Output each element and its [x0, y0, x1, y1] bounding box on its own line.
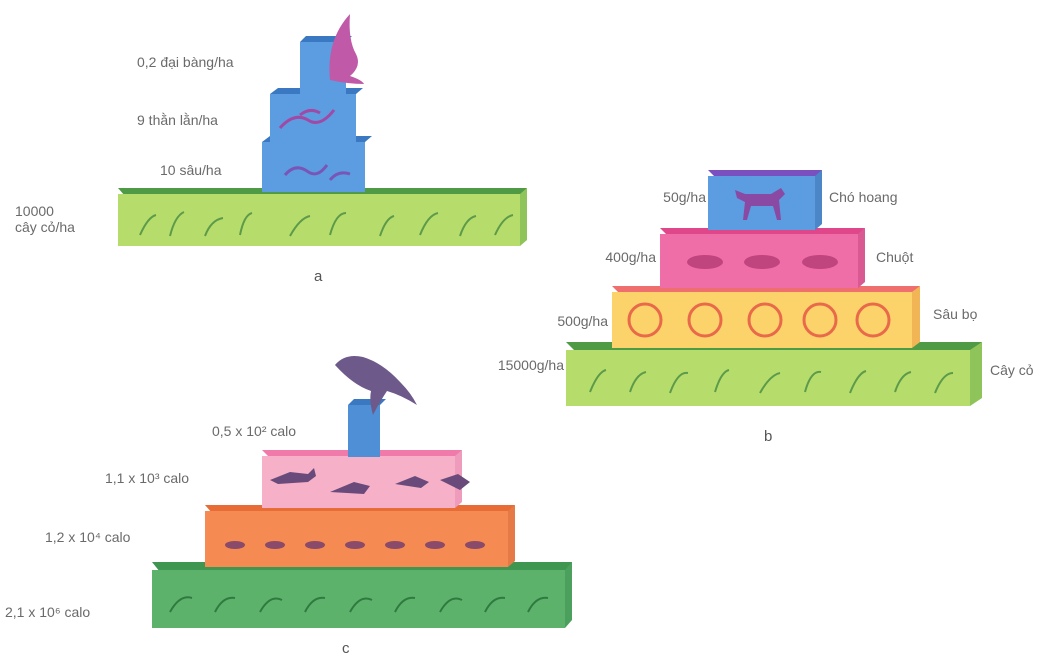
lizard-icon: [278, 109, 336, 130]
grass-icon: [139, 211, 514, 237]
plant-icon: [169, 596, 549, 613]
pyramid-b-mouse-value: 400g/ha: [605, 249, 656, 265]
insect-icon: [627, 302, 891, 338]
pyramid-c-level-producers: [152, 562, 572, 628]
animal-icon: [270, 468, 470, 494]
grass-icon: [589, 369, 954, 394]
pyramid-a-caption: a: [314, 268, 323, 285]
pyramid-b-level-insects: [612, 286, 920, 348]
small-animal-icon: [225, 541, 485, 549]
pyramid-c-primary-label: 1,2 x 10⁴ calo: [45, 529, 131, 545]
pyramid-c-caption: c: [342, 640, 350, 657]
pyramid-b-dog-name: Chó hoang: [829, 189, 898, 205]
mouse-icon: [687, 255, 838, 269]
pyramid-c-producer-label: 2,1 x 10⁶ calo: [5, 604, 91, 620]
caterpillar-icon: [283, 164, 329, 177]
dog-icon: [735, 188, 785, 220]
pyramid-a-level-grass: [118, 188, 527, 246]
eagle-icon: [329, 14, 364, 84]
pyramid-c-level-secondary: [262, 450, 470, 508]
pyramid-a-level-eagle: [300, 14, 364, 94]
pyramid-c-tertiary-label: 0,5 x 10² calo: [212, 423, 297, 439]
pyramid-b-insect-value: 500g/ha: [557, 313, 608, 329]
pyramid-a-grass-label: 10000 cây cỏ/ha: [15, 203, 75, 235]
pyramid-b-level-dog: [708, 170, 822, 230]
pyramid-a-insect-label: 10 sâu/ha: [160, 162, 222, 178]
pyramid-a-eagle-label: 0,2 đại bàng/ha: [137, 54, 234, 70]
pyramid-b-grass-name: Cây cỏ: [990, 362, 1034, 378]
pyramid-b-insect-name: Sâu bọ: [933, 306, 978, 322]
pyramid-c-level-tertiary: [335, 356, 417, 457]
pyramid-b-caption: b: [764, 428, 773, 445]
pyramid-b-mouse-name: Chuột: [876, 249, 914, 265]
hawk-icon: [335, 356, 417, 415]
pyramid-b-grass-value: 15000g/ha: [497, 357, 564, 373]
pyramid-c-level-primary: [205, 505, 515, 567]
pyramid-a-lizard-label: 9 thằn lằn/ha: [137, 112, 218, 128]
pyramid-c-secondary-label: 1,1 x 10³ calo: [105, 470, 190, 486]
pyramid-b-dog-value: 50g/ha: [663, 189, 706, 205]
